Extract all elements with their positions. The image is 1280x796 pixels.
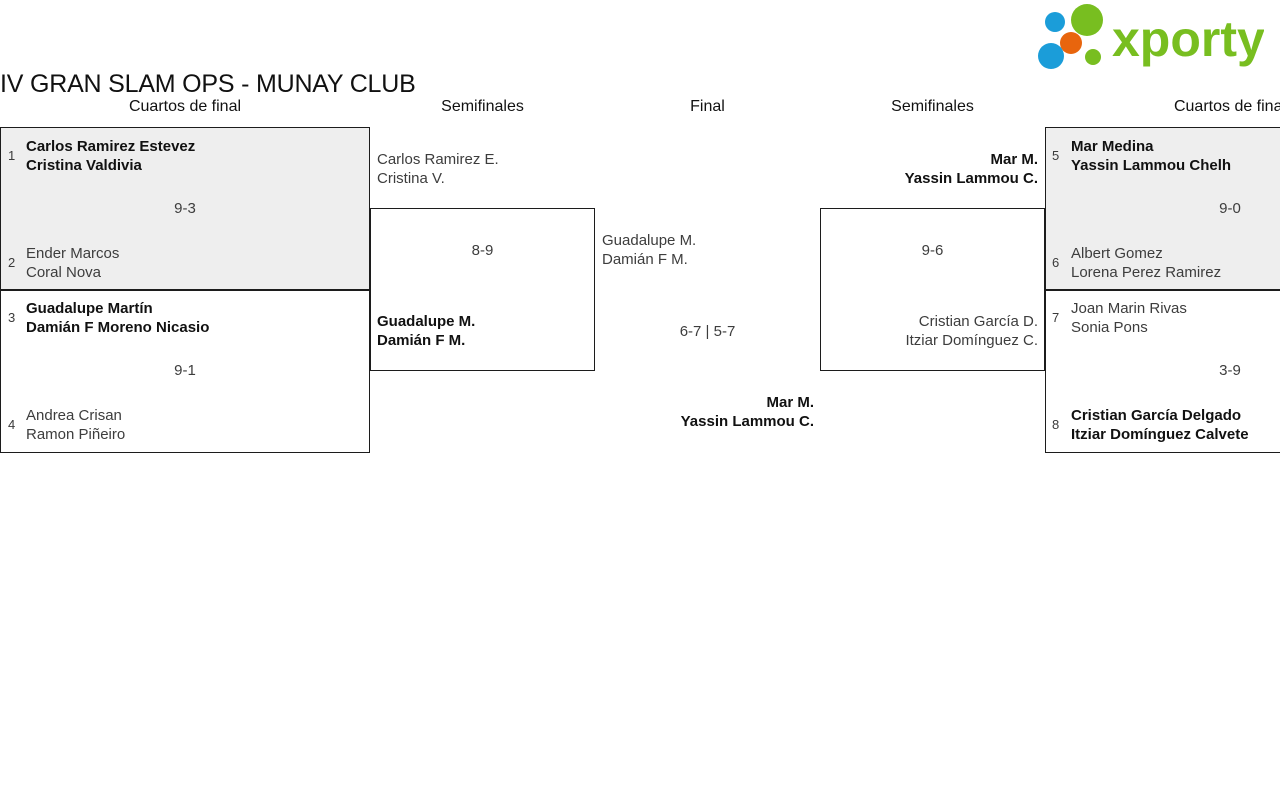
seed-number-3: 3 <box>8 310 16 325</box>
player-name: Guadalupe M. <box>602 232 697 249</box>
team-qf1-right-bottom: Albert Gomez Lorena Perez Ramirez <box>1071 244 1221 282</box>
score-qf2-right: 3-9 <box>1219 362 1241 379</box>
round-header-quarterfinals-right: Cuartos de final <box>1173 98 1280 115</box>
player-name: Cristian García Delgado <box>1071 407 1242 424</box>
team-qf2-right-bottom: Cristian García Delgado Itziar Domínguez… <box>1071 406 1249 444</box>
player-name: Cristian García D. <box>918 313 1038 330</box>
match-box-qf1-left[interactable] <box>0 127 370 290</box>
player-name: Guadalupe Martín <box>26 300 153 317</box>
player-name: Damián F Moreno Nicasio <box>26 319 210 336</box>
player-name: Ender Marcos <box>26 245 120 262</box>
round-header-semifinals-right: Semifinales <box>891 98 974 115</box>
score-qf1-right: 9-0 <box>1219 200 1241 217</box>
player-name: Itziar Domínguez Calvete <box>1071 426 1249 443</box>
match-box-sf-left[interactable] <box>370 208 595 371</box>
player-name: Joan Marin Rivas <box>1071 300 1187 317</box>
player-name: Lorena Perez Ramirez <box>1071 264 1222 281</box>
seed-number-8: 8 <box>1052 417 1060 432</box>
match-box-qf1-right[interactable] <box>1045 127 1280 290</box>
player-name: Albert Gomez <box>1071 245 1163 262</box>
round-header-semifinals-left: Semifinales <box>441 98 524 115</box>
match-box-qf2-left[interactable] <box>0 290 370 453</box>
team-final-left: Guadalupe M. Damián F M. <box>602 231 696 269</box>
round-header-quarterfinals-left: Cuartos de final <box>128 98 242 115</box>
page-header: IV GRAN SLAM OPS - MUNAY CLUB FASE FINAL… <box>0 0 1280 197</box>
team-qf1-bottom: Ender Marcos Coral Nova <box>26 244 119 282</box>
score-qf2-left: 9-1 <box>174 362 196 379</box>
player-name: Cristina V. <box>377 170 445 187</box>
player-name: Mar Medina <box>1071 138 1154 155</box>
team-final-right-champion: Mar M. Yassin Lammou C. <box>595 393 814 431</box>
match-box-qf2-right[interactable] <box>1045 290 1280 453</box>
team-qf1-right-top: Mar Medina Yassin Lammou Chelh <box>1071 137 1231 175</box>
player-name: Sonia Pons <box>1071 319 1148 336</box>
team-sf-left-top: Carlos Ramirez E. Cristina V. <box>377 150 499 188</box>
seed-number-4: 4 <box>8 417 16 432</box>
tournament-name: IV GRAN SLAM OPS - MUNAY CLUB <box>0 70 416 98</box>
player-name: Andrea Crisan <box>26 407 122 424</box>
seed-number-1: 1 <box>8 148 16 163</box>
team-qf2-right-top: Joan Marin Rivas Sonia Pons <box>1071 299 1187 337</box>
round-header-final: Final <box>690 98 725 115</box>
player-name: Cristina Valdivia <box>26 157 142 174</box>
score-sf-right: 9-6 <box>921 242 944 259</box>
player-name: Itziar Domínguez C. <box>905 332 1038 349</box>
player-name: Yassin Lammou C. <box>680 413 814 430</box>
player-name: Yassin Lammou C. <box>904 170 1038 187</box>
player-name: Mar M. <box>990 151 1038 168</box>
player-name: Ramon Piñeiro <box>26 426 126 443</box>
player-name: Yassin Lammou Chelh <box>1071 157 1232 174</box>
score-final: 6-7 | 5-7 <box>679 323 736 340</box>
player-name: Coral Nova <box>26 264 102 281</box>
svg-text:xporty: xporty <box>1112 11 1264 67</box>
score-qf1-left: 9-3 <box>174 200 196 217</box>
seed-number-6: 6 <box>1052 255 1060 270</box>
xporty-logo[interactable]: xporty <box>1034 4 1264 70</box>
team-qf2-bottom: Andrea Crisan Ramon Piñeiro <box>26 406 125 444</box>
match-box-sf-right[interactable] <box>820 208 1045 371</box>
player-name: Carlos Ramirez E. <box>377 151 499 168</box>
team-qf2-top: Guadalupe Martín Damián F Moreno Nicasio <box>26 299 209 337</box>
team-sf-right-bottom: Cristian García D. Itziar Domínguez C. <box>820 312 1038 350</box>
seed-number-5: 5 <box>1052 148 1060 163</box>
seed-number-2: 2 <box>8 255 16 270</box>
player-name: Damián F M. <box>377 332 466 349</box>
player-name: Carlos Ramirez Estevez <box>26 138 196 155</box>
team-sf-right-top: Mar M. Yassin Lammou C. <box>820 150 1038 188</box>
player-name: Damián F M. <box>602 251 688 268</box>
team-qf1-top: Carlos Ramirez Estevez Cristina Valdivia <box>26 137 195 175</box>
seed-number-7: 7 <box>1052 310 1060 325</box>
score-sf-left: 8-9 <box>471 242 494 259</box>
team-sf-left-bottom: Guadalupe M. Damián F M. <box>377 312 475 350</box>
player-name: Mar M. <box>766 394 814 411</box>
player-name: Guadalupe M. <box>377 313 476 330</box>
